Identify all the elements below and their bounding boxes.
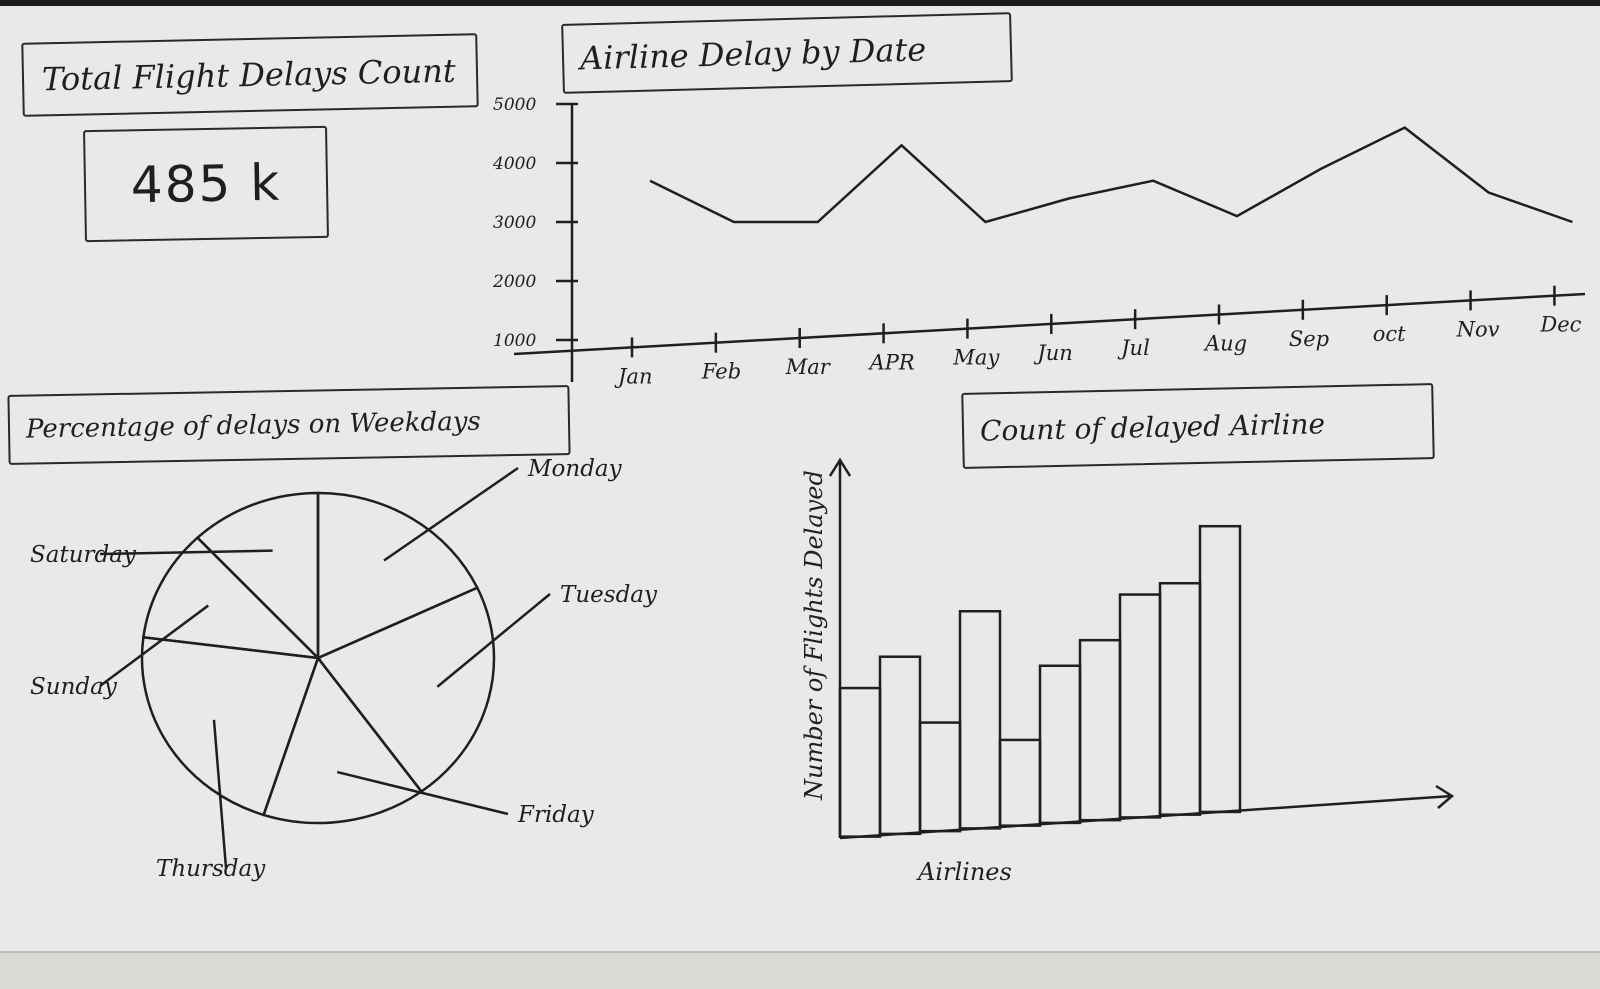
line-x-tick-label: oct: [1373, 322, 1406, 346]
bar: [1078, 638, 1122, 822]
line-x-tick-label: Dec: [1539, 313, 1581, 337]
line-x-tick-label: APR: [868, 350, 915, 374]
pie-leader-line: [99, 549, 273, 556]
line-x-tick-label: May: [952, 346, 1000, 370]
bar-y-label: Number of Flights Delayed: [800, 470, 828, 801]
bar: [958, 609, 1002, 830]
bar-chart: Airlines Number of Flights Delayed: [800, 457, 1455, 886]
pie-slice-label: Friday: [517, 802, 595, 828]
pie-slice: [140, 635, 320, 817]
line-y-tick-label: 4000: [492, 154, 536, 174]
bar: [998, 738, 1042, 827]
pie-slice-label: Sunday: [30, 674, 118, 700]
line-x-tick-label: Sep: [1289, 327, 1329, 351]
line-y-tick-label: 2000: [492, 272, 536, 292]
line-x-tick-label: Feb: [701, 360, 741, 384]
line-y-tick-label: 1000: [493, 331, 536, 351]
bar-y-axis-arrow: [828, 457, 852, 477]
pie-slice: [316, 586, 496, 794]
bar: [878, 655, 922, 836]
paper-edge: [0, 951, 1600, 989]
pie-slice-label: Monday: [527, 456, 623, 482]
bar: [1038, 664, 1082, 825]
pie-slice: [195, 491, 320, 662]
pie-leader-line: [212, 719, 228, 869]
line-y-tick-label: 5000: [493, 95, 536, 115]
line-chart: Jan Feb Mar APR May Jun Jul Aug Sep oct Nov Dec 500…: [492, 95, 1586, 388]
line-series: [649, 126, 1573, 224]
bar: [1198, 524, 1242, 814]
bar: [1118, 593, 1162, 819]
bar: [838, 686, 882, 838]
line-y-tick-label: 3000: [493, 213, 536, 233]
line-x-axis: [513, 292, 1586, 356]
line-x-tick-label: Jan: [614, 364, 652, 388]
pie-leader-line: [99, 604, 209, 688]
bar-x-label: Airlines: [916, 858, 1012, 886]
pie-leader-line: [436, 593, 551, 688]
line-x-tick-label: Mar: [785, 355, 832, 379]
line-x-tick-label: Nov: [1456, 317, 1500, 341]
pie-slice: [316, 491, 479, 660]
line-x-tick-label: Jun: [1033, 341, 1072, 365]
pie-slice-label: Tuesday: [560, 582, 658, 608]
bar: [1158, 581, 1202, 816]
pie-slice: [262, 655, 424, 825]
line-x-tick-label: Aug: [1203, 332, 1247, 356]
bar: [918, 721, 962, 833]
line-x-tick-label: Jul: [1117, 336, 1150, 360]
bar-x-axis-arrow: [1435, 784, 1455, 809]
pie-leader-line: [336, 770, 509, 816]
pie-slice-label: Thursday: [156, 856, 266, 882]
pie-slice: [141, 536, 322, 660]
pie-slice-label: Saturday: [30, 542, 137, 568]
pie-leader-line: [383, 466, 519, 562]
